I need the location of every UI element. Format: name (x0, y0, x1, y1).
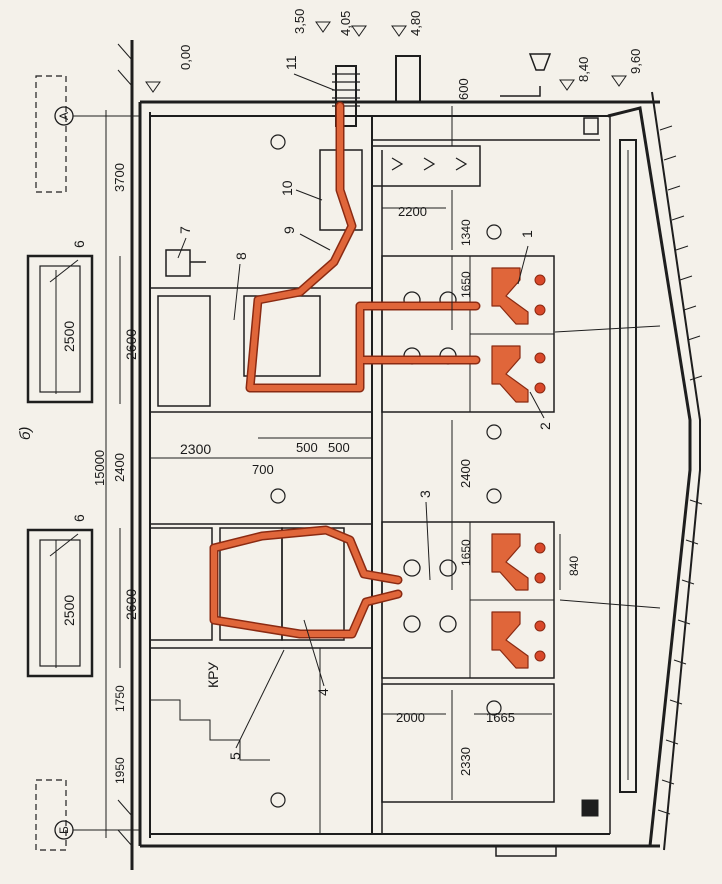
callout-9: 9 (281, 226, 297, 234)
callout-3: 3 (417, 490, 433, 498)
dim-2200: 2200 (398, 204, 427, 219)
dim-840: 840 (567, 556, 581, 576)
elevation-markers: 0,00 3,50 4,05 4,80 8,40 9,60 (145, 9, 643, 93)
dim-600: 600 (456, 78, 471, 100)
dimension-labels: 600 3700 2500 2600 2400 15000 2500 2600 … (61, 78, 581, 784)
callout-2: 2 (537, 422, 553, 430)
dim-2400-left: 2400 (112, 453, 127, 482)
dim-1750: 1750 (113, 685, 127, 712)
callout-1: 1 (519, 230, 535, 238)
callout-10: 10 (279, 180, 295, 196)
dim-15000: 15000 (92, 450, 107, 486)
dim-2330: 2330 (458, 747, 473, 776)
text-labels: КРУ б) (17, 427, 221, 688)
callout-5: 5 (227, 752, 243, 760)
dim-3700: 3700 (112, 163, 127, 192)
elevation-8-40: 8,40 (576, 57, 591, 82)
building-structure (26, 40, 703, 870)
dim-1665: 1665 (486, 710, 515, 725)
elevation-3-50: 3,50 (292, 9, 307, 34)
axis-a-label: А (57, 112, 71, 120)
dimension-lines (55, 106, 561, 838)
dim-2600-upper: 2600 (123, 329, 139, 360)
axis-markers: А Б (54, 106, 140, 840)
dim-700: 700 (252, 462, 274, 477)
dim-2000: 2000 (396, 710, 425, 725)
dim-2500-lower: 2500 (61, 595, 77, 626)
dim-1950: 1950 (113, 757, 127, 784)
callout-8: 8 (233, 252, 249, 260)
busbars (209, 101, 546, 669)
dim-2400-right: 2400 (458, 459, 473, 488)
kru-label: КРУ (205, 662, 221, 688)
elevation-9-60: 9,60 (628, 49, 643, 74)
dim-2600-lower: 2600 (123, 589, 139, 620)
leader-lines (49, 73, 661, 749)
axis-b-label: Б (57, 826, 71, 834)
dim-1650-upper: 1650 (459, 271, 473, 298)
callout-4: 4 (315, 688, 331, 696)
callout-7: 7 (177, 226, 193, 234)
elevation-4-05: 4,05 (338, 11, 353, 36)
dim-2300: 2300 (180, 441, 211, 457)
callout-numbers: 1 2 3 4 5 6 6 7 8 9 10 11 (71, 55, 553, 760)
view-label: б) (17, 427, 34, 440)
callout-6-upper: 6 (71, 240, 87, 248)
dim-500-b: 500 (328, 440, 350, 455)
callout-11: 11 (283, 55, 299, 70)
dim-1340: 1340 (459, 219, 473, 246)
elevation-4-80: 4,80 (408, 11, 423, 36)
dim-1650-lower: 1650 (459, 539, 473, 566)
dim-2500-upper: 2500 (61, 321, 77, 352)
callout-6-lower: 6 (71, 514, 87, 522)
elevation-0-00: 0,00 (178, 45, 193, 70)
dim-500-a: 500 (296, 440, 318, 455)
